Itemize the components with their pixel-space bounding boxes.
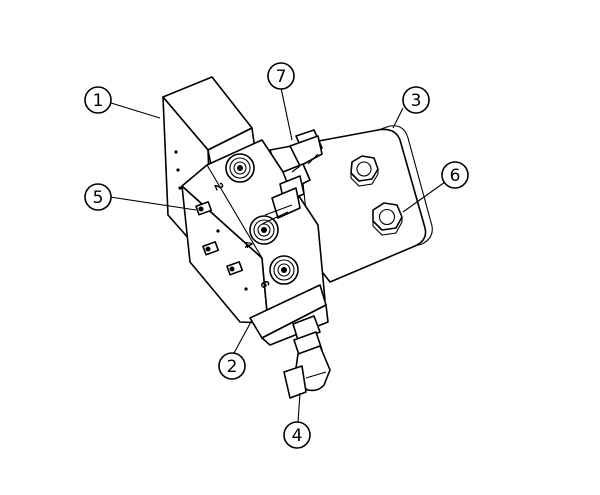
leader-lines [109, 87, 446, 423]
valve-stud-upper [195, 201, 213, 216]
valve-stud-lower [226, 261, 244, 276]
svg-text:2: 2 [227, 357, 238, 377]
port-fitting-6 [269, 255, 299, 285]
callout-6: 6 [441, 161, 469, 189]
svg-text:5: 5 [93, 188, 104, 208]
port-fitting-2 [225, 153, 255, 183]
callout-2: 2 [218, 352, 246, 380]
callout-4: 4 [283, 421, 311, 449]
lower-elbow-fitting [283, 315, 331, 399]
callout-1: 1 [84, 86, 112, 114]
svg-text:3: 3 [411, 91, 422, 111]
svg-text:4: 4 [292, 426, 303, 446]
bracket-bolt-upper [350, 155, 379, 187]
callout-3: 3 [402, 86, 430, 114]
bracket-bolt-lower [372, 202, 403, 236]
svg-text:1: 1 [93, 91, 104, 111]
port-fitting-4 [249, 215, 279, 245]
callout-7: 7 [267, 62, 295, 90]
svg-text:6: 6 [450, 166, 461, 186]
upper-hose-fitting [261, 129, 323, 225]
callout-5: 5 [84, 183, 112, 211]
valve-stud-middle [202, 241, 220, 256]
svg-text:7: 7 [276, 67, 287, 87]
